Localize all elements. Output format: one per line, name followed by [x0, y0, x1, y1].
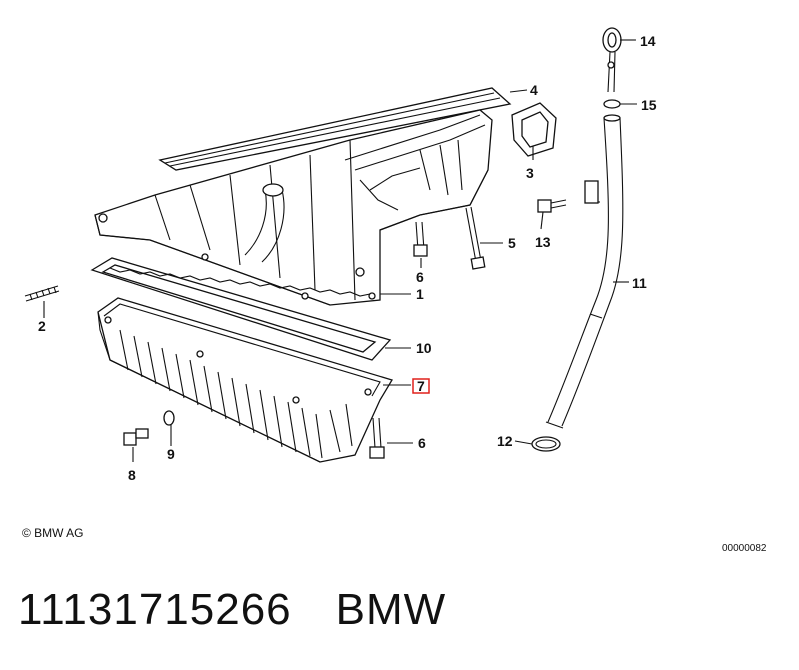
- bolt-6-upper: [413, 221, 428, 257]
- callout-15: 15: [641, 97, 657, 113]
- callout-1: 1: [416, 286, 424, 302]
- callout-labels: 4 3 5 6 1 10 7 6 2 8 9 13 11 12 14 15: [38, 33, 657, 483]
- copyright-notice: © BMW AG: [22, 526, 84, 540]
- callout-3: 3: [526, 165, 534, 181]
- stud-2: [24, 285, 60, 302]
- leader-lines: [43, 39, 637, 462]
- callout-13: 13: [535, 234, 551, 250]
- lower-pan-fins: [119, 329, 353, 459]
- drain-plug-8: [123, 428, 149, 446]
- callout-6-upper: 6: [416, 269, 424, 285]
- rubber-seal: [511, 102, 557, 157]
- brand-name: BMW: [335, 585, 447, 634]
- dipstick-14: [602, 27, 622, 93]
- callout-8: 8: [128, 467, 136, 483]
- bolt-5: [465, 206, 486, 270]
- callout-12: 12: [497, 433, 513, 449]
- callout-7-highlight: [412, 378, 430, 394]
- callout-2: 2: [38, 318, 46, 334]
- callout-6-lower: 6: [418, 435, 426, 451]
- lower-oil-pan: [97, 297, 393, 463]
- upper-oil-pan: [94, 87, 512, 306]
- washer-9: [163, 410, 175, 426]
- oil-pan-gasket: [90, 257, 392, 361]
- o-ring-12: [531, 436, 561, 452]
- callout-5: 5: [508, 235, 516, 251]
- callout-10: 10: [416, 340, 432, 356]
- callout-11: 11: [632, 275, 647, 291]
- callout-9: 9: [167, 446, 175, 462]
- o-ring-15: [603, 99, 621, 109]
- callout-7: 7: [417, 378, 425, 394]
- caption: 11131715266 BMW: [18, 585, 490, 635]
- figure-number: 00000082: [722, 543, 767, 554]
- bolt-6-lower: [369, 417, 385, 459]
- guide-tube-11: [545, 114, 624, 429]
- part-number: 11131715266: [18, 585, 292, 634]
- callout-14: 14: [640, 33, 656, 49]
- callout-4: 4: [530, 82, 538, 98]
- bolt-13: [537, 199, 567, 213]
